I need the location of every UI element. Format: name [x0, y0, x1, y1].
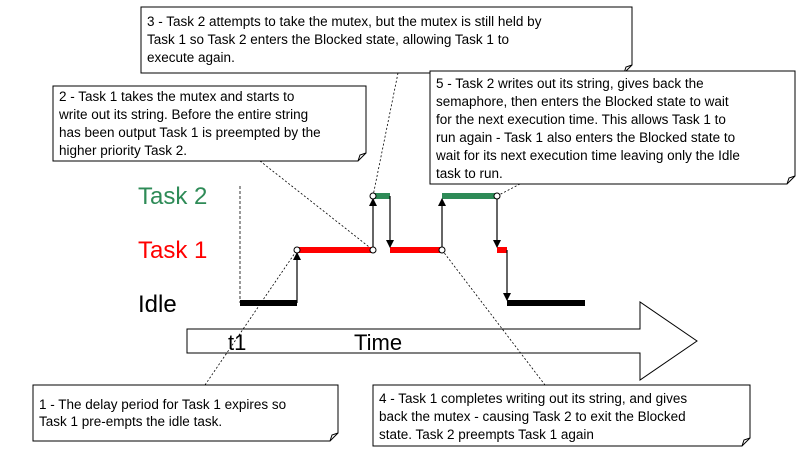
leader-note-1	[204, 249, 298, 386]
note-2-line: has been output Task 1 is preempted by t…	[59, 125, 321, 140]
task1-bar-3	[497, 247, 507, 253]
note-5-line: wait for its next execution time leaving…	[435, 148, 740, 163]
leader-note-5	[496, 183, 521, 197]
event-marker-1	[293, 246, 301, 254]
event-marker-4	[438, 246, 446, 254]
event-marker-3	[369, 192, 377, 200]
note-3-line: 3 - Task 2 attempts to take the mutex, b…	[147, 14, 542, 29]
note-1-line: Task 1 pre-empts the idle task.	[39, 414, 222, 429]
note-5: 5 - Task 2 writes out its string, gives …	[429, 70, 796, 185]
time-label: Time	[354, 330, 402, 355]
idle-bar-2	[507, 300, 585, 306]
note-1-line: 1 - The delay period for Task 1 expires …	[39, 397, 286, 412]
task1-bar-2	[390, 247, 442, 253]
note-2-text: 2 - Task 1 takes the mutex and starts to…	[58, 89, 324, 158]
note-3-text: 3 - Task 2 attempts to take the mutex, b…	[147, 14, 545, 65]
note-4: 4 - Task 1 completes writing out its str…	[372, 384, 751, 447]
idle-bar-1	[240, 300, 297, 306]
task1-bar-1	[297, 247, 373, 253]
note-3: 3 - Task 2 attempts to take the mutex, b…	[140, 6, 633, 74]
leader-note-4	[441, 249, 546, 386]
time-axis-arrow	[186, 301, 698, 381]
note-3-line: Task 1 so Task 2 enters the Blocked stat…	[147, 32, 509, 47]
note-4-line: 4 - Task 1 completes writing out its str…	[379, 391, 687, 406]
note-5-line: task to run.	[436, 166, 503, 181]
note-1: 1 - The delay period for Task 1 expires …	[32, 384, 339, 442]
note-5-line: for the next execution time. This allows…	[436, 112, 726, 127]
event-marker-5	[493, 192, 501, 200]
note-3-line: execute again.	[147, 50, 235, 65]
note-2: 2 - Task 1 takes the mutex and starts to…	[52, 85, 367, 162]
task2-bar-1	[373, 193, 390, 199]
note-4-text: 4 - Task 1 completes writing out its str…	[379, 391, 691, 442]
task2-bar-2	[442, 193, 497, 199]
note-5-line: semaphore, then enters the Blocked state…	[436, 94, 729, 109]
note-5-text: 5 - Task 2 writes out its string, gives …	[435, 76, 744, 181]
leader-note-3	[372, 72, 399, 197]
note-5-line: 5 - Task 2 writes out its string, gives …	[436, 76, 704, 91]
note-2-line: 2 - Task 1 takes the mutex and starts to	[59, 89, 294, 104]
note-4-line: state. Task 2 preempts Task 1 again	[379, 427, 594, 442]
note-2-line: write out its string. Before the entire …	[58, 107, 308, 122]
t1-label: t1	[228, 330, 246, 355]
idle-label: Idle	[138, 291, 177, 318]
task1-label: Task 1	[138, 237, 207, 264]
note-2-line: higher priority Task 2.	[59, 143, 187, 158]
note-1-text: 1 - The delay period for Task 1 expires …	[39, 397, 290, 429]
event-marker-2	[369, 246, 377, 254]
leader-note-2	[259, 160, 374, 251]
task2-label: Task 2	[138, 183, 207, 210]
note-5-line: run again - Task 1 also enters the Block…	[436, 130, 735, 145]
note-4-line: back the mutex - causing Task 2 to exit …	[379, 409, 686, 424]
